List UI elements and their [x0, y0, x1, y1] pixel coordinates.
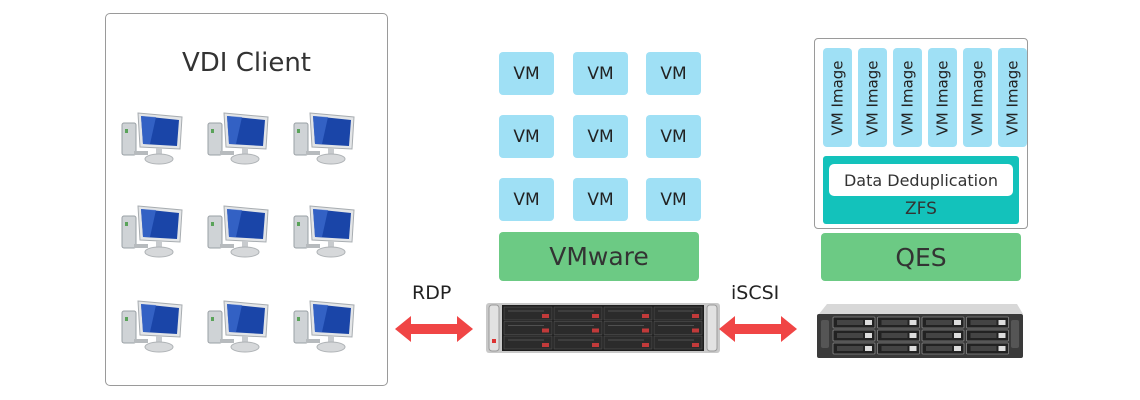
client-pc-7 [120, 297, 188, 355]
nas-drive-bay [877, 316, 920, 329]
nas-drive-bay [877, 342, 920, 355]
vm-image-1: VM Image [823, 48, 852, 147]
rdp-double-arrow-icon [395, 316, 473, 342]
nas-drive-bay [832, 342, 876, 355]
vm-image-2: VM Image [858, 48, 887, 147]
host-drive-bay [553, 306, 603, 321]
client-pc-2 [206, 109, 274, 167]
vm-box-8: VM [573, 178, 628, 221]
data-deduplication-label: Data Deduplication [829, 164, 1013, 196]
vm-image-label: VM Image [863, 60, 882, 135]
host-drive-bay [553, 321, 603, 335]
host-drive-bay [503, 335, 553, 350]
vm-image-label: VM Image [898, 60, 917, 135]
vm-box-1: VM [499, 52, 554, 95]
iscsi-label: iSCSI [731, 282, 780, 304]
host-drive-bay [553, 335, 603, 350]
vm-box-5: VM [573, 115, 628, 158]
nas-drive-bay [832, 316, 876, 329]
vm-image-4: VM Image [928, 48, 957, 147]
nas-storage-icon [817, 304, 1023, 358]
vm-box-4: VM [499, 115, 554, 158]
nas-drive-bay [921, 329, 965, 342]
iscsi-double-arrow-icon [719, 316, 797, 342]
host-drive-bay [653, 321, 703, 335]
nas-drive-bay [877, 329, 920, 342]
desktop-computer-icon [121, 205, 183, 258]
nas-drive-bay [966, 316, 1009, 329]
vm-image-label: VM Image [933, 60, 952, 135]
client-pc-3 [292, 109, 360, 167]
host-drive-bay [653, 306, 703, 321]
vm-image-label: VM Image [828, 60, 847, 135]
vdi-client-panel: VDI Client [105, 13, 388, 386]
vdi-client-title: VDI Client [181, 48, 311, 78]
desktop-computer-icon [293, 300, 355, 353]
storage-stack-box: VM Image VM Image VM Image VM Image VM Image… [814, 38, 1028, 229]
desktop-computer-icon [121, 112, 183, 165]
vm-image-label: VM Image [968, 60, 987, 135]
rdp-label: RDP [412, 282, 452, 304]
client-pc-1 [120, 109, 188, 167]
vm-box-3: VM [646, 52, 701, 95]
zfs-label: ZFS [905, 199, 937, 219]
rack-server-icon [486, 303, 720, 353]
host-drive-bay [653, 335, 703, 350]
client-pc-6 [292, 202, 360, 260]
client-pc-5 [206, 202, 274, 260]
vm-box-2: VM [573, 52, 628, 95]
client-pc-8 [206, 297, 274, 355]
nas-drive-bay [832, 329, 876, 342]
vm-image-3: VM Image [893, 48, 922, 147]
client-pc-9 [292, 297, 360, 355]
vm-box-6: VM [646, 115, 701, 158]
client-pc-4 [120, 202, 188, 260]
vm-image-label: VM Image [1003, 60, 1022, 135]
desktop-computer-icon [207, 112, 269, 165]
desktop-computer-icon [207, 205, 269, 258]
desktop-computer-icon [293, 112, 355, 165]
vm-image-6: VM Image [998, 48, 1027, 147]
vm-box-7: VM [499, 178, 554, 221]
host-drive-bay [503, 306, 553, 321]
nas-drive-bay [966, 342, 1009, 355]
vm-image-5: VM Image [963, 48, 992, 147]
qes-os-bar: QES [821, 233, 1021, 281]
zfs-layer: Data Deduplication ZFS [823, 156, 1019, 224]
nas-drive-bay [921, 342, 965, 355]
desktop-computer-icon [293, 205, 355, 258]
desktop-computer-icon [121, 300, 183, 353]
host-drive-bay [603, 335, 653, 350]
vm-box-9: VM [646, 178, 701, 221]
host-drive-bay [603, 306, 653, 321]
nas-drive-bay [921, 316, 965, 329]
host-drive-bay [603, 321, 653, 335]
nas-drive-bay [966, 329, 1009, 342]
vmware-platform-bar: VMware [499, 232, 699, 281]
desktop-computer-icon [207, 300, 269, 353]
host-drive-bay [503, 321, 553, 335]
